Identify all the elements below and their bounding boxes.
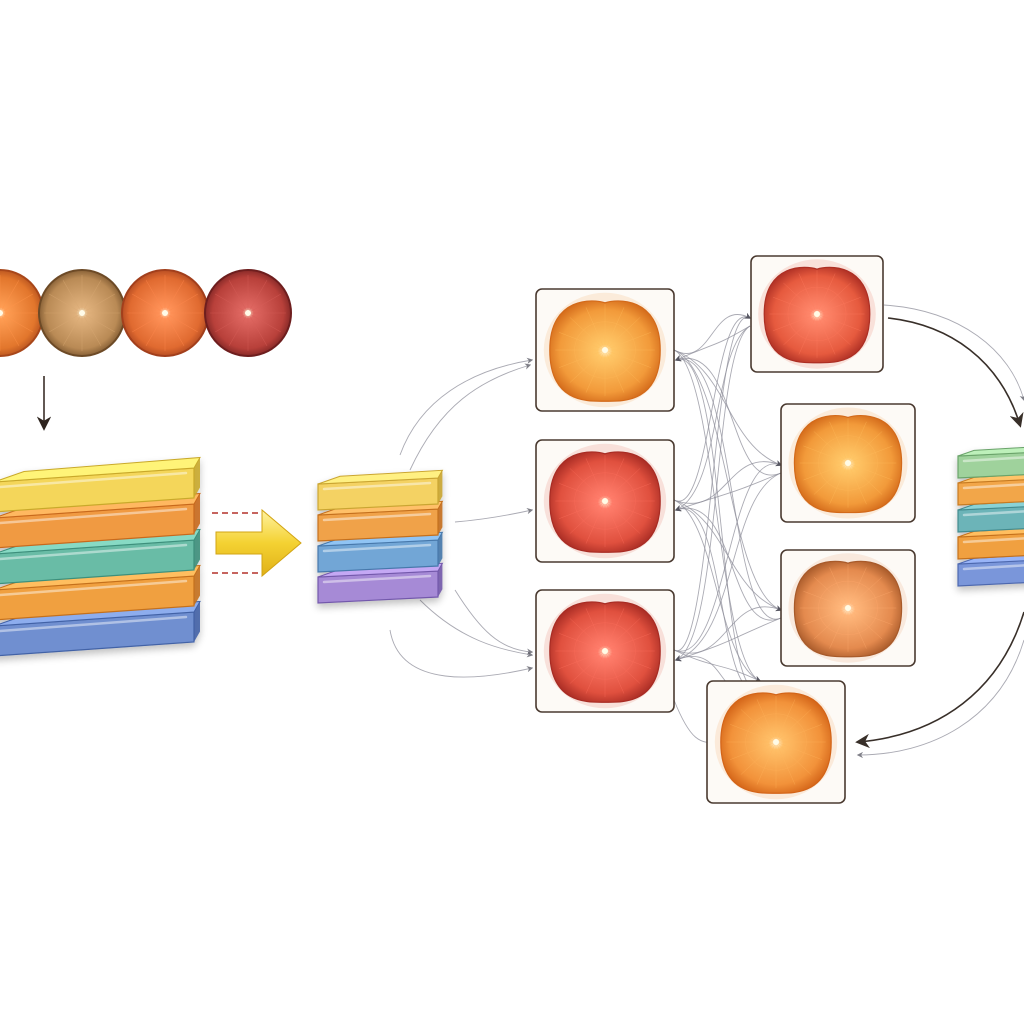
link-mid-to-tile-c-3 (389, 629, 534, 678)
transfer-arrow (212, 508, 302, 578)
cycle-arrow-top (887, 317, 1024, 428)
yellow-arrow-icon (215, 508, 302, 578)
link-web-back-2-2 (674, 617, 782, 662)
link-web-8 (673, 312, 752, 651)
cycle-arrow-bottom (855, 611, 1024, 749)
feature-tile (750, 255, 884, 373)
connection-lines (389, 304, 1024, 759)
cycle-arrow-top-light (883, 304, 1024, 402)
mid-mid-yellow (317, 469, 444, 511)
link-web-back-2-1 (674, 505, 782, 621)
link-web-0 (673, 312, 752, 354)
feature-tile (780, 549, 916, 667)
link-web-3 (673, 349, 762, 682)
link-web-back-3-0 (674, 355, 761, 691)
link-web-9 (673, 460, 783, 652)
mid-mid-purple (317, 562, 444, 604)
link-mid-to-tile-a (399, 357, 534, 456)
right-right-orange-2 (957, 527, 1024, 560)
middle-layer-stack (317, 469, 444, 604)
input-circle (38, 269, 126, 357)
link-web-back-0-2 (674, 325, 751, 661)
link-web-back-3-1 (674, 505, 761, 691)
link-web-back-0-1 (674, 325, 751, 511)
link-mid-to-tile-a-2 (409, 363, 532, 471)
link-mid-to-tile-c (419, 599, 534, 658)
link-web-back-1-2 (674, 472, 782, 662)
input-circle (121, 269, 209, 357)
link-mid-to-tile-b (454, 508, 534, 523)
input-circle (0, 269, 44, 357)
right-right-teal (957, 500, 1024, 533)
link-web-back-1-0 (674, 355, 782, 476)
input-circle-row (0, 269, 292, 357)
cycle-arrow-bottom-light (856, 639, 1024, 759)
input-circle (204, 269, 292, 357)
link-web-back-2-0 (674, 355, 782, 620)
link-web-back-0-0 (674, 325, 751, 361)
right-right-blue (957, 554, 1024, 587)
feature-tiles (535, 255, 916, 804)
right-right-orange (957, 473, 1024, 506)
link-web-back-1-1 (674, 472, 782, 512)
feature-tile (535, 589, 675, 713)
link-web-2 (673, 349, 783, 612)
right-layer-stack (957, 446, 1024, 587)
left-layer-stack (0, 456, 201, 657)
left-layer-yellow (0, 456, 201, 513)
link-web-7 (673, 499, 762, 682)
feature-tile (780, 403, 916, 523)
right-right-green (957, 446, 1024, 479)
link-mid-to-tile-c-2 (454, 589, 534, 655)
feature-tile (535, 288, 675, 412)
feature-tile (706, 680, 846, 804)
link-web-4 (673, 312, 752, 502)
link-web-10 (673, 605, 783, 654)
link-web-5 (673, 460, 783, 504)
feature-tile (535, 439, 675, 563)
